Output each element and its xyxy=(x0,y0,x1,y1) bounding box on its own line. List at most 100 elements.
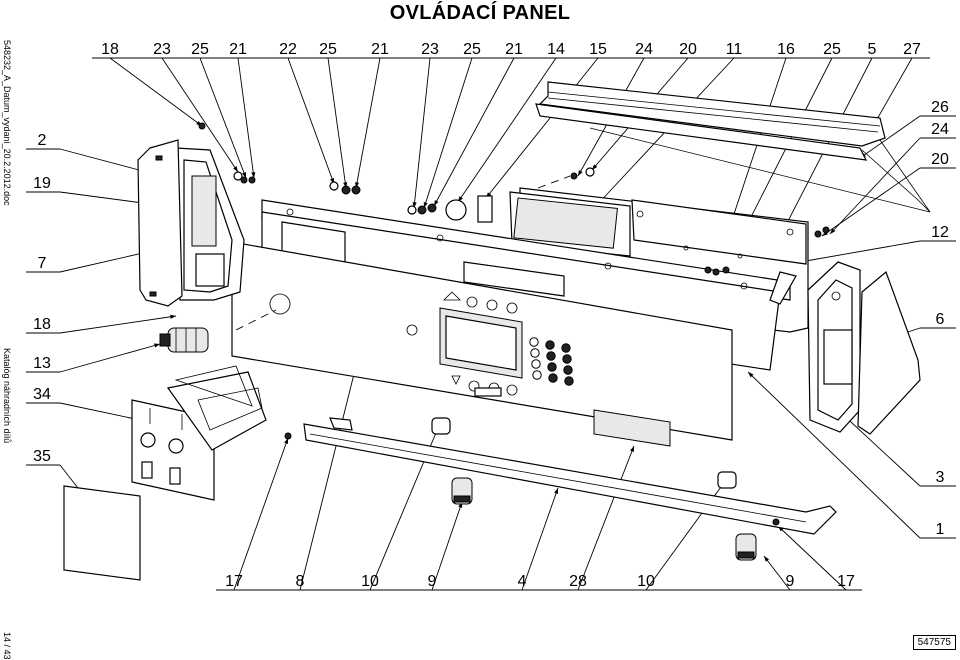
callout-right-12: 12 xyxy=(931,224,949,241)
leader-arrowhead xyxy=(412,202,417,208)
leader-line xyxy=(423,57,473,209)
leader-line xyxy=(299,357,359,591)
assembly-dashes xyxy=(235,175,571,331)
leader-line xyxy=(237,57,255,179)
callout-top-14: 14 xyxy=(547,41,565,58)
part-drawings xyxy=(63,81,931,581)
leader-line xyxy=(109,57,203,127)
callout-left-7: 7 xyxy=(38,255,47,272)
keypad-button xyxy=(564,376,574,386)
leader-line xyxy=(199,57,247,179)
leader-line xyxy=(747,371,921,539)
callout-top-18: 18 xyxy=(101,41,119,58)
callout-right-20: 20 xyxy=(931,151,949,168)
keypad-button xyxy=(532,370,542,380)
callout-right-6: 6 xyxy=(936,311,945,328)
leader-line xyxy=(799,240,921,263)
callout-top-23: 23 xyxy=(421,41,439,58)
leader-line xyxy=(161,57,239,173)
callout-left-2: 2 xyxy=(38,132,47,149)
callout-left-35: 35 xyxy=(33,448,51,465)
callout-bottom-9: 9 xyxy=(428,573,437,590)
callout-bottom-10: 10 xyxy=(637,573,655,590)
clips xyxy=(431,417,737,489)
right-cover xyxy=(857,270,921,435)
leader-arrowhead xyxy=(233,166,238,172)
front-control-panel xyxy=(231,241,733,441)
callout-bottom-28: 28 xyxy=(569,573,587,590)
callout-right-1: 1 xyxy=(936,521,945,538)
callout-left-18: 18 xyxy=(33,316,51,333)
leader-line xyxy=(59,315,177,334)
right-side-bracket xyxy=(807,261,861,433)
leader-line xyxy=(821,167,921,237)
leader-line xyxy=(777,525,847,591)
leader-line xyxy=(413,57,431,209)
leader-line xyxy=(59,402,141,421)
leader-line xyxy=(233,437,289,591)
leader-arrowhead xyxy=(822,231,828,236)
callout-left-34: 34 xyxy=(33,386,51,403)
leader-line xyxy=(327,57,347,189)
callout-right-3: 3 xyxy=(936,469,945,486)
callout-top-21: 21 xyxy=(229,41,247,58)
leader-arrowhead xyxy=(242,172,246,178)
push-buttons xyxy=(451,477,757,561)
keypad-button xyxy=(546,351,556,361)
leader-line xyxy=(521,487,559,591)
left-side-bracket xyxy=(175,147,245,301)
leader-arrowhead xyxy=(170,314,176,319)
callout-rule-lines xyxy=(26,57,956,591)
keypad-button xyxy=(529,337,539,347)
cover-plate xyxy=(63,485,141,581)
callout-top-21: 21 xyxy=(505,41,523,58)
callout-bottom-17: 17 xyxy=(225,573,243,590)
leader-line xyxy=(287,57,335,185)
leader-arrowhead xyxy=(748,372,754,378)
callout-bottom-10: 10 xyxy=(361,573,379,590)
page-title: OVLÁDACÍ PANEL xyxy=(389,2,571,24)
leader-arrowhead xyxy=(284,438,289,444)
leader-arrowhead xyxy=(154,343,160,348)
drawing-code: 547575 xyxy=(912,635,956,650)
callout-bottom-4: 4 xyxy=(518,573,527,590)
callout-left-13: 13 xyxy=(33,355,51,372)
leader-line xyxy=(59,343,161,373)
callout-top-22: 22 xyxy=(279,41,297,58)
callout-top-25: 25 xyxy=(463,41,481,58)
callout-top-27: 27 xyxy=(903,41,921,58)
leader-line xyxy=(837,409,921,487)
callout-top-25: 25 xyxy=(191,41,209,58)
callout-bottom-17: 17 xyxy=(837,573,855,590)
callout-top-16: 16 xyxy=(777,41,795,58)
callout-top-21: 21 xyxy=(371,41,389,58)
callout-top-25: 25 xyxy=(319,41,337,58)
top-cover-strip xyxy=(535,81,931,213)
leader-line xyxy=(829,137,921,235)
left-cover xyxy=(137,139,183,307)
keypad-button xyxy=(562,354,572,364)
callout-bottom-8: 8 xyxy=(296,573,305,590)
leader-line xyxy=(859,115,921,159)
leader-arrowhead xyxy=(592,164,598,170)
bottom-trim-strip xyxy=(303,409,837,535)
terminal-block xyxy=(131,365,267,501)
keypad-button xyxy=(563,365,573,375)
leader-arrowhead xyxy=(830,228,836,234)
callout-top-11: 11 xyxy=(726,41,743,58)
keypad-button xyxy=(547,362,557,372)
callout-left-19: 19 xyxy=(33,175,51,192)
callout-top-23: 23 xyxy=(153,41,171,58)
keypad-button xyxy=(561,343,571,353)
leader-arrowhead xyxy=(251,172,256,178)
keypad-button xyxy=(548,373,558,383)
leader-line xyxy=(431,501,463,591)
callout-top-5: 5 xyxy=(868,41,877,58)
leader-line xyxy=(457,57,557,203)
callout-bottom-9: 9 xyxy=(786,573,795,590)
leader-arrowhead xyxy=(630,446,634,452)
leader-line xyxy=(871,57,913,129)
rotary-knob xyxy=(159,327,209,353)
callout-top-24: 24 xyxy=(635,41,653,58)
callout-top-25: 25 xyxy=(823,41,841,58)
